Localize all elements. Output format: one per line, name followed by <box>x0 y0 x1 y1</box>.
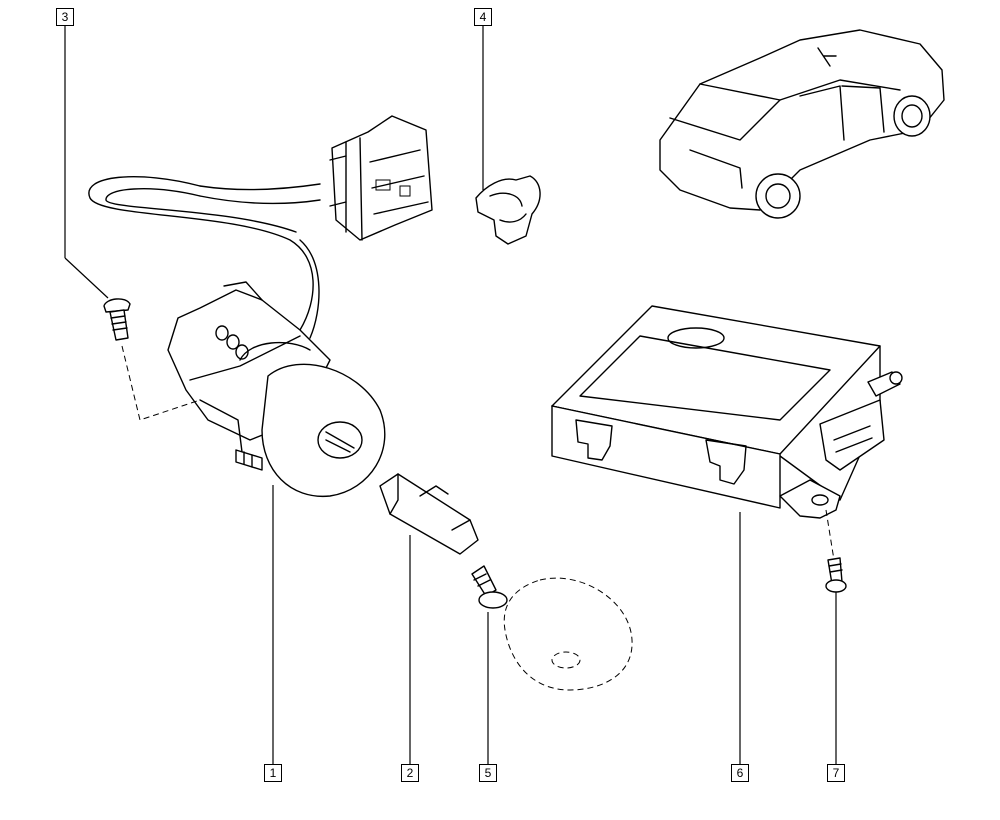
car-icon <box>659 29 945 219</box>
callout-1: 1 <box>264 764 282 782</box>
callout-3: 3 <box>56 8 74 26</box>
screw-icon <box>103 298 201 421</box>
callout-4: 4 <box>474 8 492 26</box>
screw-icon <box>471 565 508 609</box>
antenna-ring-icon <box>475 175 541 245</box>
callout-7: 7 <box>827 764 845 782</box>
screw-icon <box>825 557 847 593</box>
callout-6: 6 <box>731 764 749 782</box>
control-unit-icon <box>551 305 903 561</box>
key-head-outline <box>503 577 633 691</box>
key-blade-icon <box>379 473 479 555</box>
ignition-lock-icon <box>88 115 433 498</box>
callout-5: 5 <box>479 764 497 782</box>
leader-lines <box>64 26 837 764</box>
callout-2: 2 <box>401 764 419 782</box>
